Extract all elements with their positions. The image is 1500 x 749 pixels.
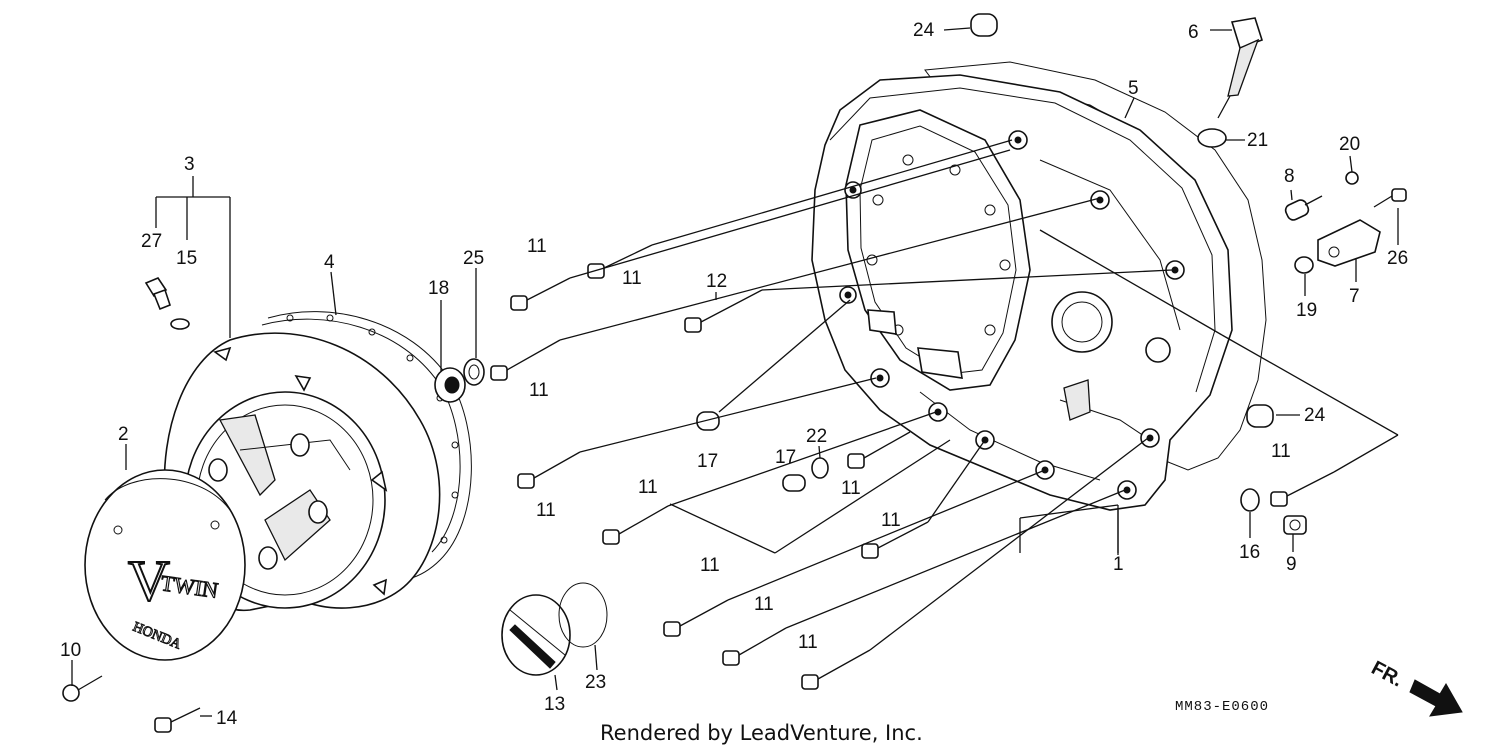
callout-11-k: 11 [1271, 441, 1291, 462]
callout-7: 7 [1349, 286, 1360, 307]
bolt-part-11-f [847, 431, 911, 469]
cap-part-13 [501, 594, 571, 676]
washer-part-22 [811, 457, 829, 479]
callout-20: 20 [1339, 134, 1360, 155]
callout-26: 26 [1387, 248, 1408, 269]
front-indicator-label: FR. [1368, 657, 1407, 692]
callout-11-g: 11 [881, 510, 901, 531]
bolt-part-14 [154, 707, 201, 733]
diagram-code: MM83-E0600 [1175, 699, 1269, 715]
bolt-part-11-i [722, 627, 787, 666]
callout-17-b: 17 [775, 447, 796, 468]
bolt-part-26 [1373, 188, 1407, 208]
dowel-pin-part-24-a [970, 13, 998, 37]
o-ring-part-23 [558, 582, 608, 648]
callout-14: 14 [216, 708, 238, 729]
callout-11-h: 11 [700, 555, 720, 576]
dowel-pin-part-24-b [1246, 404, 1274, 428]
dipstick-part-6 [1217, 17, 1263, 119]
emblem-v-text: V [128, 548, 170, 613]
callout-11-j: 11 [798, 632, 818, 653]
callout-11-e: 11 [638, 477, 658, 498]
crankcase-cover-part-1 [811, 74, 1233, 511]
o-ring-part-20 [1345, 171, 1359, 185]
bolt-bosses [839, 130, 1185, 500]
callout-1: 1 [1113, 554, 1124, 575]
leader-lines [71, 27, 1399, 717]
callout-15: 15 [176, 248, 197, 269]
credit-text: Rendered by LeadVenture, Inc. [600, 721, 923, 745]
dowel-pin-part-17-b [782, 474, 806, 492]
washer-part-15 [170, 318, 190, 330]
callout-5: 5 [1128, 78, 1139, 99]
bolt-part-12 [684, 289, 763, 333]
callout-24-b: 24 [1304, 405, 1326, 426]
callout-8: 8 [1284, 166, 1295, 187]
dowel-pin-part-17-a [696, 411, 720, 431]
callout-11-c: 11 [529, 380, 549, 401]
bolt-part-11-j [801, 649, 871, 690]
callout-6: 6 [1188, 22, 1199, 43]
bolt-part-11-d [517, 451, 581, 489]
callout-11-b: 11 [622, 268, 642, 289]
bolt-part-11-b [587, 244, 653, 279]
callout-19: 19 [1296, 300, 1317, 321]
bolt-part-11-c [490, 339, 561, 381]
callout-11-i: 11 [754, 594, 774, 615]
bolt-part-11-k [1270, 471, 1335, 507]
bolt-part-27 [144, 277, 171, 311]
callout-2: 2 [118, 424, 129, 445]
callout-labels: 1 2 3 4 5 6 7 8 9 10 11 11 11 11 11 11 1… [60, 20, 1408, 729]
callout-27: 27 [141, 231, 162, 252]
bolt-part-11-e [602, 505, 669, 545]
bolt-part-9 [1283, 515, 1307, 535]
front-direction-arrow: FR. [1368, 657, 1463, 717]
bolt-part-11-h [663, 599, 729, 637]
callout-13: 13 [544, 694, 565, 715]
callout-10: 10 [60, 640, 81, 661]
callout-22: 22 [806, 426, 827, 447]
callout-11-f: 11 [841, 478, 861, 499]
oil-seal-part-25 [463, 358, 485, 386]
callout-9: 9 [1286, 554, 1297, 575]
emblem-part-2: V TWIN HONDA [84, 469, 246, 661]
callout-11-d: 11 [536, 500, 556, 521]
o-ring-part-19 [1294, 256, 1314, 274]
callout-3: 3 [184, 154, 195, 175]
bearing-part-18 [434, 367, 466, 403]
callout-12: 12 [706, 271, 727, 292]
holder-part-7 [1317, 219, 1381, 267]
callout-11-a: 11 [527, 236, 547, 257]
callout-24-a: 24 [913, 20, 935, 41]
bolt-part-11-a [510, 277, 571, 311]
callout-23: 23 [585, 672, 606, 693]
o-ring-part-21 [1197, 128, 1227, 148]
washer-part-16 [1240, 488, 1260, 512]
plunger-part-8 [1284, 195, 1323, 221]
callout-18: 18 [428, 278, 449, 299]
callout-17-a: 17 [697, 451, 718, 472]
bolt-part-10 [62, 675, 103, 702]
bolt-part-11-g [861, 521, 929, 559]
callout-21: 21 [1247, 130, 1268, 151]
callout-16: 16 [1239, 542, 1260, 563]
callout-4: 4 [324, 252, 335, 273]
callout-25: 25 [463, 248, 484, 269]
